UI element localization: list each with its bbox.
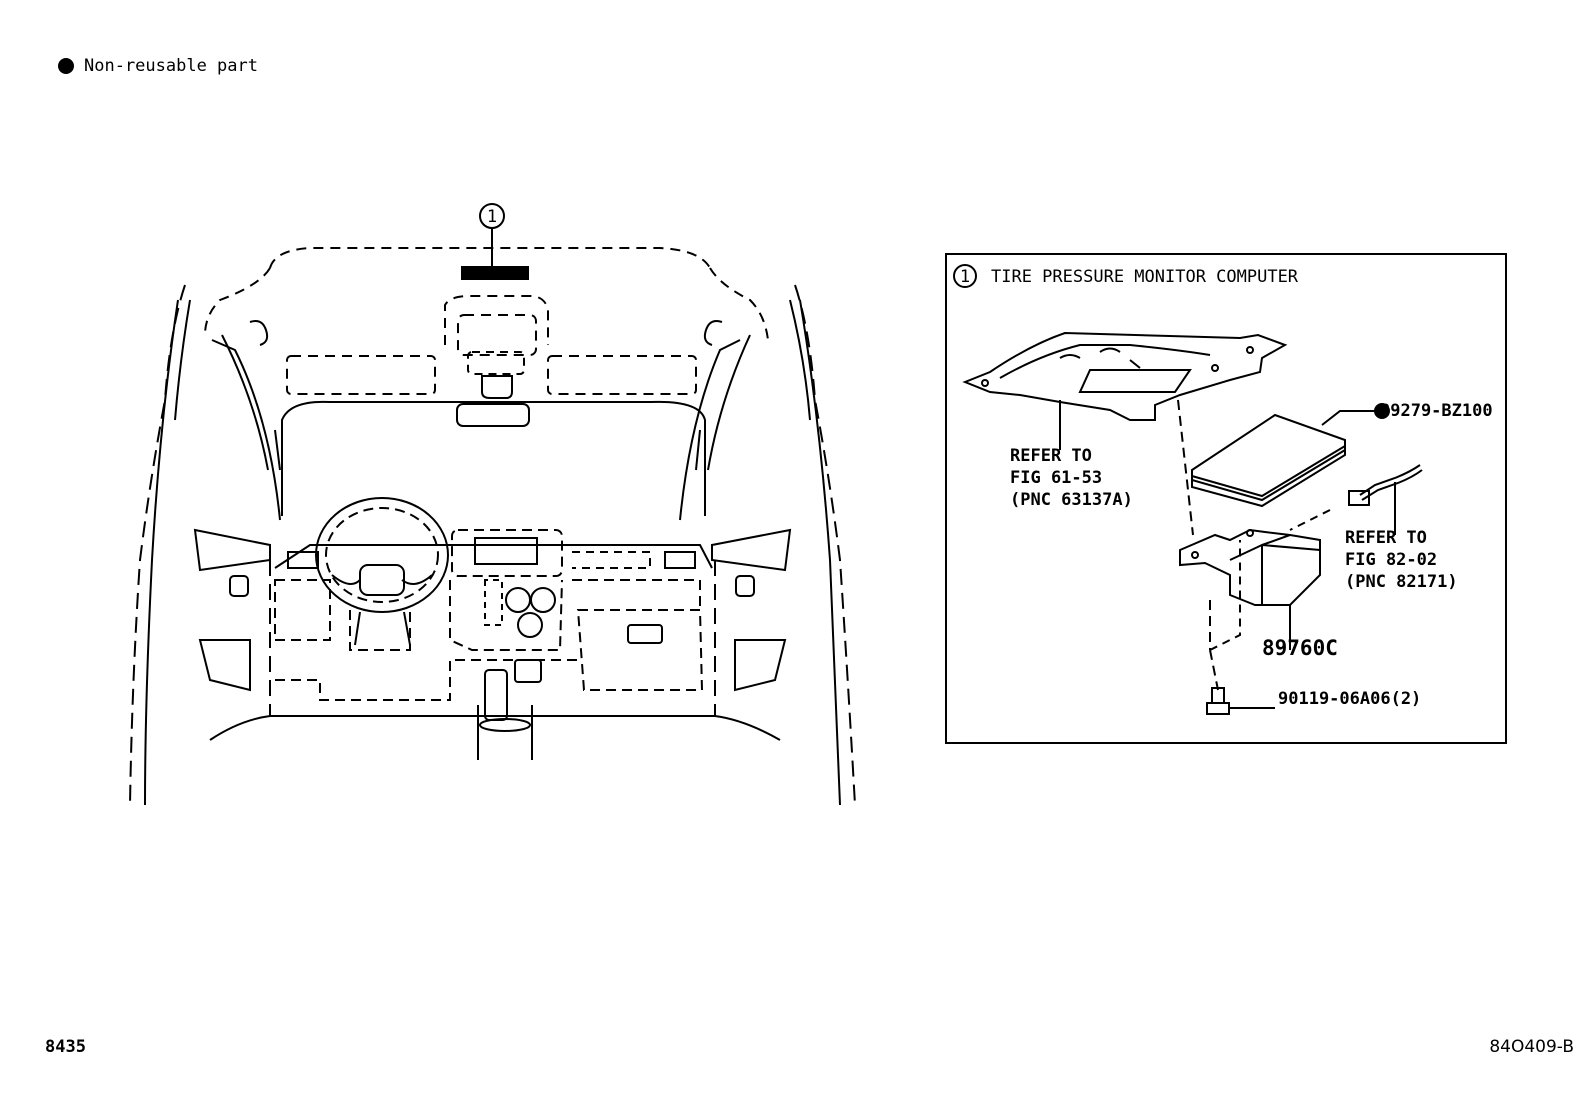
grab-handle-left (249, 320, 269, 346)
door-panel-left (193, 528, 271, 572)
wire-harness (1359, 464, 1421, 496)
refer-b-line2: FIG 82-02 (1345, 550, 1437, 570)
a-pillar-right (679, 339, 741, 521)
tire-pressure-monitor-computer (1179, 528, 1321, 606)
hvac-knob-3 (517, 612, 543, 638)
sun-visor-right (547, 355, 697, 395)
body-right-side (794, 284, 856, 806)
dashboard-top (274, 544, 713, 569)
a-pillar-left (211, 339, 281, 521)
door-panel-right (711, 528, 792, 572)
part-number-bolt: 90119-06A06(2) (1278, 689, 1421, 709)
door-handle-left (229, 575, 249, 597)
body-left-side (129, 284, 186, 806)
figure-code: 84O409-B (1489, 1037, 1574, 1057)
leader-pad (1321, 410, 1375, 426)
refer-a-line3: (PNC 63137A) (1010, 490, 1133, 510)
refer-b-line3: (PNC 82171) (1345, 572, 1458, 592)
roof-headliner-panel (962, 331, 1288, 421)
windshield (281, 400, 706, 516)
assembly-line (1177, 399, 1194, 536)
detail-title: TIRE PRESSURE MONITOR COMPUTER (991, 267, 1299, 287)
vehicle-interior-overview: 1 (129, 203, 856, 806)
mirror-stem (481, 375, 513, 399)
connector (1348, 490, 1370, 506)
grab-handle-right (703, 320, 723, 346)
part-number-pad: 89279-BZ100 (1380, 401, 1493, 421)
legend-text: Non-reusable part (84, 56, 258, 76)
floor-line (209, 715, 781, 741)
door-handle-right (735, 575, 755, 597)
detail-callout-1 (953, 264, 977, 288)
rear-view-mirror (456, 403, 530, 427)
legend: Non-reusable part (58, 56, 258, 76)
spacer-pad (1191, 413, 1346, 502)
refer-b-line1: REFER TO (1345, 528, 1427, 548)
shift-lever (484, 669, 508, 721)
refer-a-line2: FIG 61-53 (1010, 468, 1102, 488)
svg-text:1: 1 (960, 267, 970, 287)
non-reusable-dot-icon (58, 58, 74, 74)
vent-right (664, 551, 696, 569)
vent-left (287, 551, 319, 569)
svg-text:1: 1 (487, 207, 497, 227)
callout-1: 1 (479, 203, 505, 266)
non-reusable-dot-icon (1374, 403, 1390, 419)
bolt (1211, 687, 1225, 704)
refer-a-line1: REFER TO (1010, 446, 1092, 466)
roof-outline (269, 247, 711, 269)
hvac-knob-2 (530, 587, 556, 613)
center-stack (451, 529, 563, 577)
page-number: 8435 (45, 1037, 86, 1057)
glove-box (576, 609, 704, 691)
hvac-knob-1 (505, 587, 531, 613)
computer-location-marker (461, 266, 529, 280)
part-number-computer: 89760C (1262, 636, 1338, 660)
overhead-console (444, 295, 549, 345)
steering-wheel (315, 497, 449, 613)
sun-visor-left (286, 355, 436, 395)
detail-box: 1 TIRE PRESSURE MONITOR COMPUTER (945, 253, 1507, 744)
